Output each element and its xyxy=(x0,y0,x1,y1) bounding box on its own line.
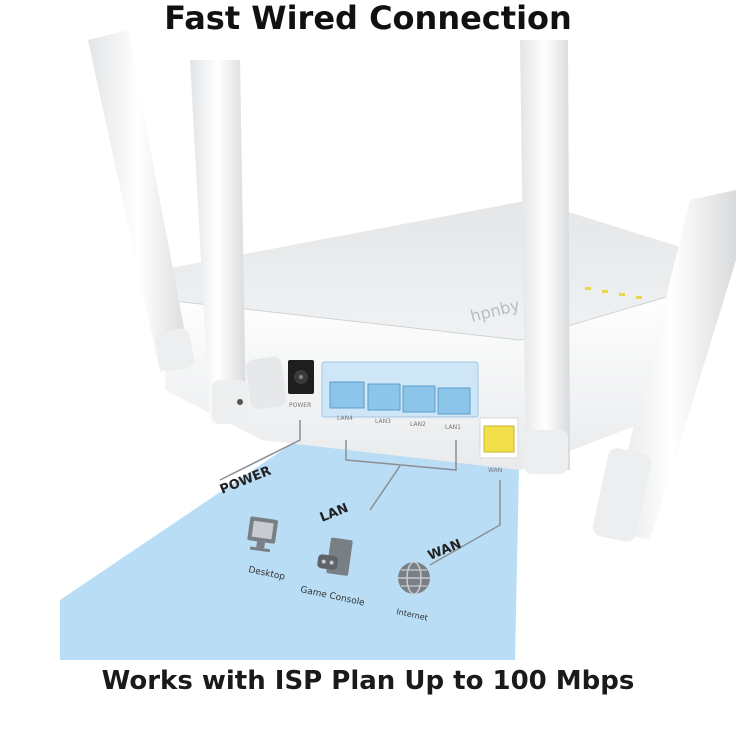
connection-lines xyxy=(219,420,501,566)
port-label-wan: WAN xyxy=(488,467,502,474)
tagline: Works with ISP Plan Up to 100 Mbps xyxy=(101,666,635,696)
antenna-left-outer xyxy=(88,30,195,372)
antenna-right-outer xyxy=(592,190,736,542)
connection-beam xyxy=(60,418,520,660)
antenna-base-left xyxy=(245,356,287,410)
globe-icon xyxy=(398,561,430,595)
antenna-left-inner xyxy=(190,60,248,424)
port-label-lan4: LAN4 xyxy=(337,415,353,422)
port-label-lan1: LAN1 xyxy=(445,424,461,431)
status-leds xyxy=(585,287,642,299)
lan-ports xyxy=(329,381,471,415)
wan-port xyxy=(479,417,519,459)
desktop-icon xyxy=(247,516,278,553)
page-title: Fast Wired Connection xyxy=(164,0,572,37)
game-console-icon xyxy=(317,537,353,576)
antenna-right-inner xyxy=(520,40,570,474)
port-label-power: POWER xyxy=(289,402,311,409)
power-port xyxy=(288,360,314,394)
port-label-lan3: LAN3 xyxy=(375,418,391,425)
port-label-lan2: LAN2 xyxy=(410,421,426,428)
